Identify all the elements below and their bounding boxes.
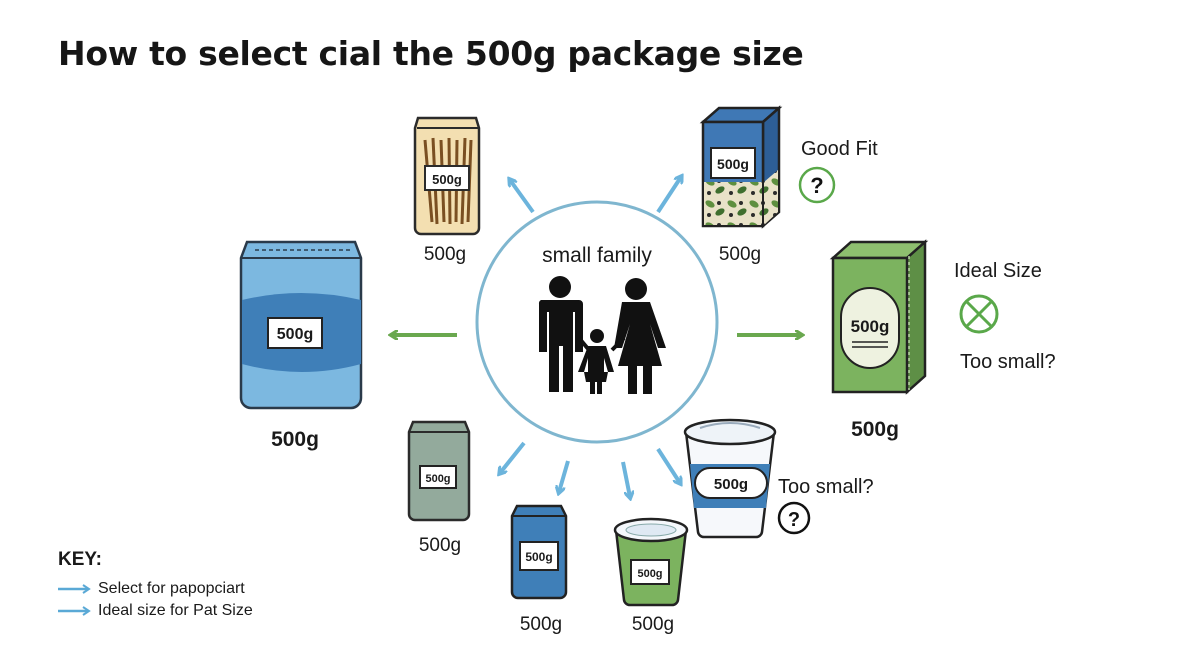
- ideal-size-note: Ideal Size: [954, 260, 1042, 282]
- center-label: small family: [542, 244, 652, 267]
- arrow-down-1: [500, 441, 526, 473]
- pasta-bag-package: 500g: [413, 116, 481, 236]
- svg-text:?: ?: [788, 509, 800, 531]
- arrow-up-left: [510, 180, 535, 214]
- pkg-tag: 500g: [717, 156, 749, 172]
- arrow-icon: [58, 584, 91, 594]
- pkg-tag: 500g: [851, 317, 890, 336]
- too-small-note: Too small?: [778, 476, 874, 498]
- package-caption: 500g: [851, 418, 899, 441]
- key-title: KEY:: [58, 549, 102, 570]
- arrow-icon: [58, 606, 91, 616]
- arrow-down-4: [656, 447, 680, 483]
- good-fit-note: Good Fit: [801, 138, 878, 160]
- svg-text:?: ?: [810, 173, 823, 198]
- small-blue-jar-package: 500g: [510, 504, 568, 600]
- yogurt-cup-package: 500g: [683, 418, 777, 539]
- package-caption: 500g: [519, 614, 563, 635]
- pkg-tag: 500g: [714, 476, 748, 493]
- gray-pouch-package: 500g: [407, 420, 471, 522]
- package-caption: 500g: [271, 428, 319, 451]
- arrow-down-2: [559, 460, 570, 492]
- arrow-down-3: [621, 461, 630, 497]
- key-item-label: Ideal size for Pat Size: [98, 602, 253, 619]
- key-item: Ideal size for Pat Size: [58, 602, 253, 620]
- package-caption: 500g: [423, 244, 467, 265]
- green-box-package: 500g: [829, 239, 929, 395]
- too-small-note: Too small?: [960, 351, 1056, 373]
- pkg-tag: 500g: [432, 172, 462, 187]
- package-caption: 500g: [418, 535, 462, 556]
- arrow-up-right: [656, 177, 681, 214]
- page-title: How to select cial the 500g package size: [58, 34, 804, 73]
- blue-box-package: 500g: [699, 105, 783, 229]
- pkg-tag: 500g: [425, 473, 450, 485]
- pkg-tag: 500g: [525, 550, 552, 564]
- center-circle: [475, 200, 719, 444]
- question-icon: ?: [798, 166, 836, 204]
- package-caption: 500g: [631, 614, 675, 635]
- pkg-tag: 500g: [637, 568, 662, 580]
- green-cup-package: 500g: [613, 517, 689, 607]
- package-caption: 500g: [718, 244, 762, 265]
- key-item-label: Select for papopciart: [98, 580, 245, 597]
- question-icon: ?: [777, 501, 811, 535]
- key-item: Select for papopciart: [58, 580, 245, 598]
- cross-circle-icon: [959, 294, 999, 334]
- large-blue-bag-package: 500g: [239, 240, 363, 410]
- family-icon: [538, 276, 666, 394]
- pkg-tag: 500g: [277, 326, 313, 343]
